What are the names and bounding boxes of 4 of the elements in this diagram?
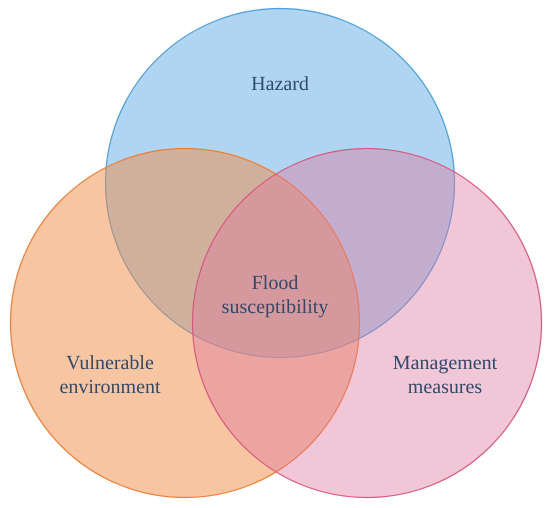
circle-label: Vulnerable environment [58, 351, 162, 399]
circle-label: Hazard [250, 72, 310, 96]
intersection-label: Flood susceptibility [220, 271, 330, 319]
circle-label: Management measures [392, 351, 498, 399]
